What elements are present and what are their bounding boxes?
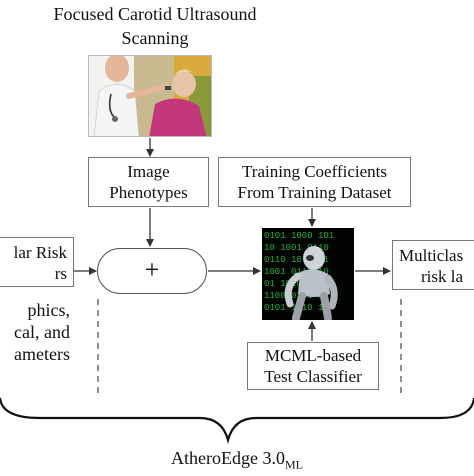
- svg-text:0110 10 0101: 0110 10 0101: [264, 255, 329, 265]
- multiclass-line-1: Multiclas: [399, 246, 464, 265]
- svg-text:01 1010 1001: 01 1010 1001: [264, 279, 329, 289]
- test-classifier-box: MCML-based Test Classifier: [247, 342, 379, 390]
- robot-illustration: 0101 1000 101 10 1001 0110 0110 10 0101 …: [262, 228, 354, 320]
- training-line-1: Training Coefficients: [242, 162, 387, 181]
- brace-label-main: AtheroEdge 3.0: [171, 448, 285, 468]
- training-coefficients-box: Training Coefficients From Training Data…: [218, 157, 411, 207]
- training-line-2: From Training Dataset: [237, 183, 392, 202]
- svg-text:1100 0101 01: 1100 0101 01: [264, 291, 329, 301]
- image-phenotypes-box: Image Phenotypes: [88, 157, 209, 207]
- brace-label: AtheroEdge 3.0ML: [0, 447, 474, 476]
- side-text-line-3: ameters: [14, 344, 70, 364]
- multiclass-line-2: risk la: [421, 267, 464, 286]
- title-line-2: Scanning: [121, 28, 189, 48]
- side-text-line-2: cal, and: [14, 322, 70, 342]
- combiner-node: +: [97, 248, 207, 294]
- risk-factors-line-1: lar Risk: [13, 243, 67, 262]
- ultrasound-scan-photo: [88, 55, 212, 137]
- side-text-line-1: phics,: [27, 300, 71, 320]
- diagram-title: Focused Carotid Ultrasound Scanning: [0, 2, 310, 50]
- image-phenotypes-line-2: Phenotypes: [109, 183, 188, 202]
- svg-text:0101 1000 101: 0101 1000 101: [264, 231, 334, 241]
- curly-brace: [0, 397, 474, 445]
- svg-text:1001 0110 10: 1001 0110 10: [264, 267, 329, 277]
- multiclass-risk-box: Multiclas risk la: [392, 240, 474, 290]
- test-classifier-line-1: MCML-based: [264, 346, 362, 365]
- title-line-1: Focused Carotid Ultrasound: [53, 4, 257, 24]
- risk-factors-line-2: rs: [54, 264, 67, 283]
- risk-factors-box: lar Risk rs: [0, 237, 74, 287]
- ultrasound-scene-illustration: [89, 56, 211, 136]
- brace-label-subscript: ML: [284, 457, 303, 472]
- left-side-text: phics, cal, and ameters: [0, 299, 70, 365]
- image-phenotypes-line-1: Image: [127, 162, 170, 181]
- robot-with-binary-code: 0101 1000 101 10 1001 0110 0110 10 0101 …: [262, 228, 354, 320]
- test-classifier-line-2: Test Classifier: [264, 367, 362, 386]
- svg-text:10 1001 0110: 10 1001 0110: [264, 243, 329, 253]
- plus-symbol: +: [144, 255, 160, 284]
